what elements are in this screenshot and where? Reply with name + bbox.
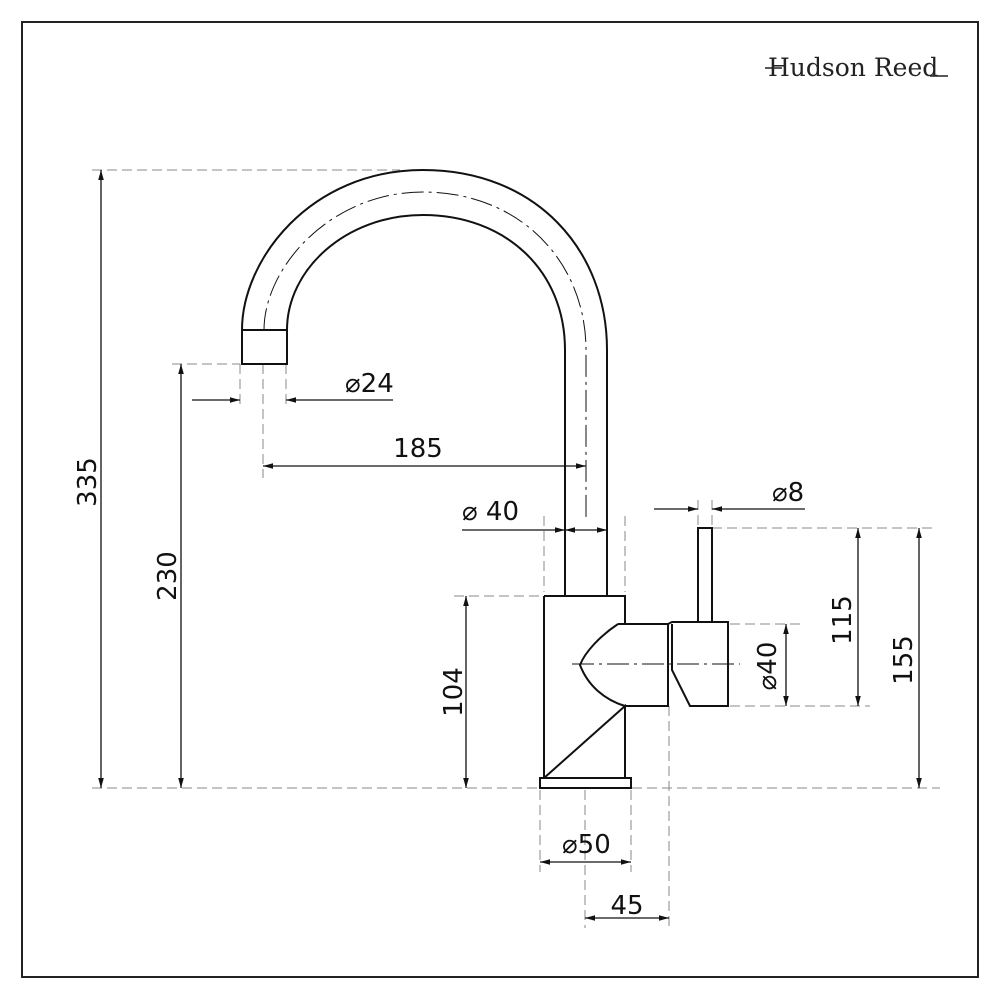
- dim-label-base-offset: 45: [610, 891, 643, 921]
- brand-name: Hudson Reed: [768, 53, 938, 82]
- spout-centerline: [263, 191, 587, 520]
- spout-outer-curve: [241, 168, 608, 596]
- spout-outlet: [241, 329, 288, 365]
- dim-label-body-diameter: ⌀ 40: [462, 497, 519, 527]
- tap-base: [539, 777, 632, 789]
- lever-hub-curve: [578, 623, 626, 707]
- dim-label-spout-diameter: ⌀24: [345, 369, 394, 399]
- dim-label-body-height: 104: [439, 667, 469, 717]
- dim-label-lever-height: 115: [828, 595, 858, 645]
- lever-neck: [618, 623, 669, 707]
- dim-label-handle-diameter: ⌀8: [772, 478, 804, 508]
- dim-label-total-height: 335: [73, 457, 103, 507]
- dim-label-lever-hub-diameter: ⌀40: [753, 642, 783, 691]
- dim-label-base-diameter: ⌀50: [562, 830, 611, 860]
- dim-label-overall-lever-height: 155: [889, 635, 919, 685]
- tap-outline: [241, 168, 740, 789]
- spout-inner-curve: [286, 213, 566, 596]
- dimension-labels: 335 230 ⌀24 185 ⌀ 40 ⌀8 104 ⌀40 115 155 …: [73, 369, 919, 921]
- dimension-lines: [98, 170, 922, 921]
- lever-handle: [697, 527, 713, 623]
- dim-label-spout-height: 230: [153, 551, 183, 601]
- tap-body: [541, 595, 626, 779]
- drawing-frame: [21, 21, 979, 978]
- lever-block: [667, 621, 729, 707]
- brand-logo: Hudson Reed: [765, 53, 948, 82]
- extension-lines: [92, 169, 940, 928]
- dim-label-spout-reach: 185: [393, 434, 443, 464]
